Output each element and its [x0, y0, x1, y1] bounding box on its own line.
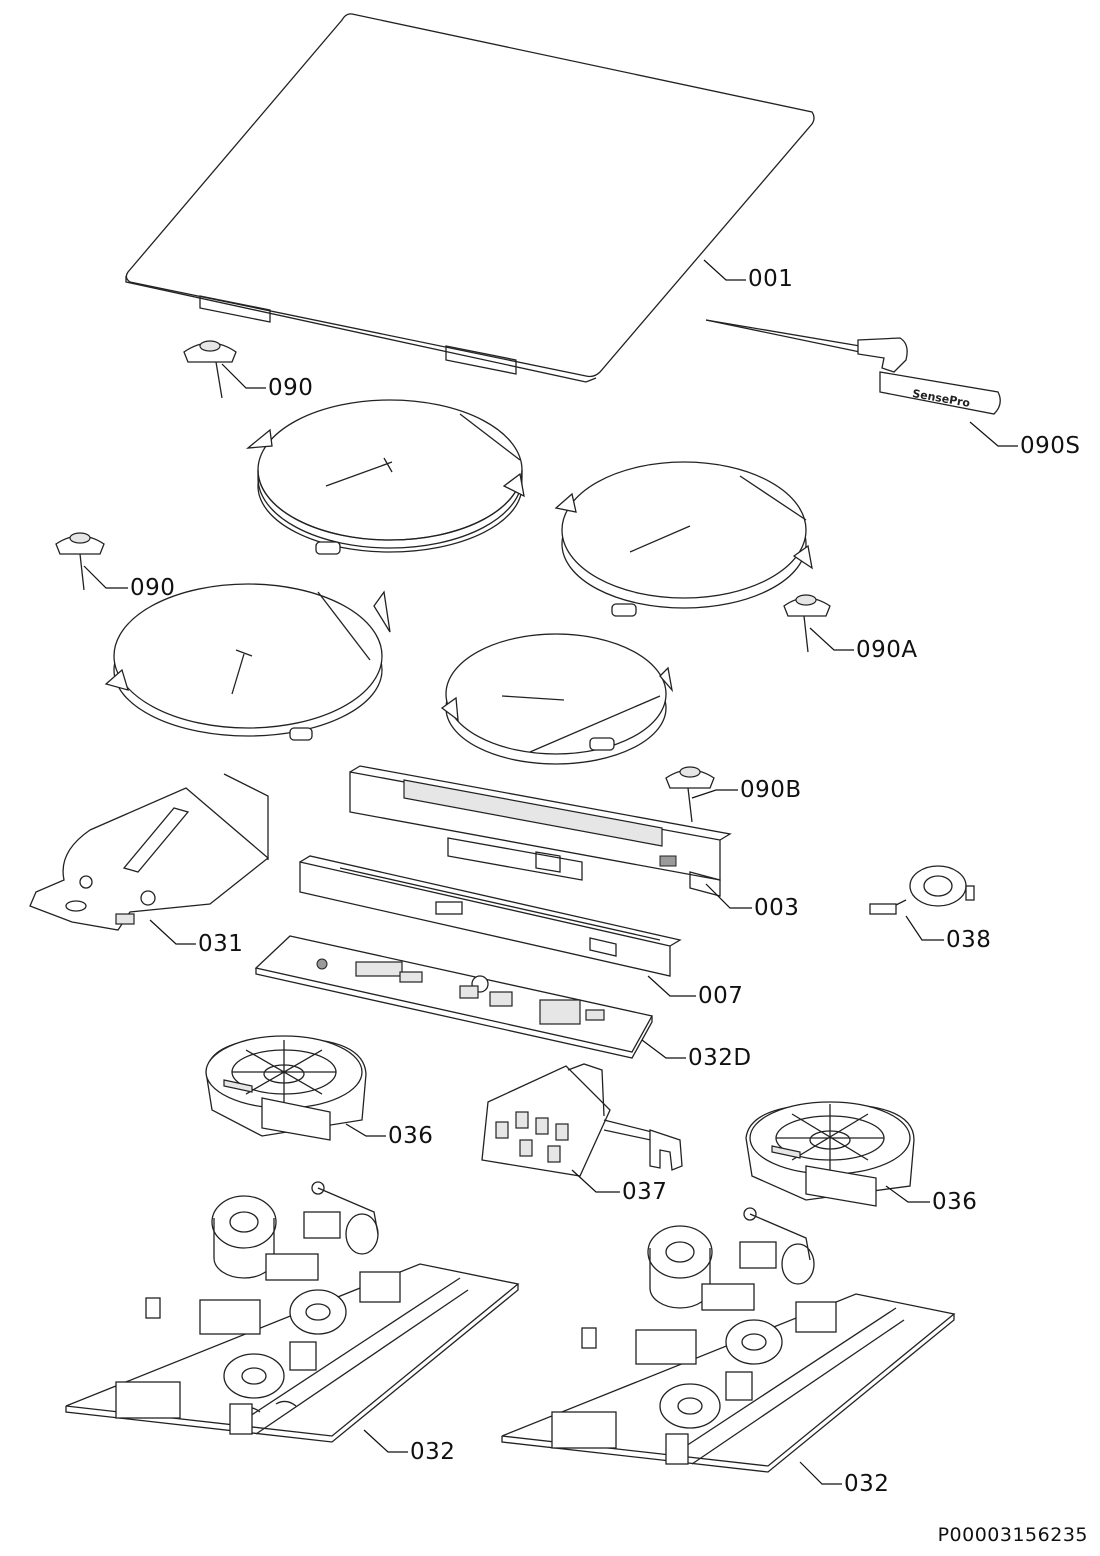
- callout-037: 037: [622, 1179, 668, 1205]
- callout-007: 007: [698, 983, 744, 1009]
- part-036-fan-left: [205, 1035, 367, 1141]
- part-037-terminal-block: [481, 1063, 683, 1177]
- induction-coil-bottom-middle: [440, 633, 674, 765]
- callout-090B: 090B: [740, 777, 802, 803]
- callout-032D: 032D: [688, 1045, 752, 1071]
- document-id: P00003156235: [937, 1524, 1088, 1546]
- callout-038: 038: [946, 927, 992, 953]
- part-032D-display-board: [254, 935, 653, 1059]
- part-038-ferrite-ring: [869, 865, 975, 915]
- callout-036-left: 036: [388, 1123, 434, 1149]
- callout-001: 001: [748, 266, 794, 292]
- induction-coil-bottom-left: [104, 583, 391, 741]
- part-090-sensor-left: [55, 532, 105, 591]
- part-032-power-board-right: [501, 1207, 956, 1473]
- leader-lines: [83, 259, 1018, 1485]
- part-090S-sensepro-probe: SensePro: [705, 319, 1001, 415]
- induction-coil-top-right: [554, 461, 813, 617]
- callout-090-top: 090: [268, 375, 314, 401]
- part-036-fan-right: [745, 1101, 915, 1207]
- callout-090S: 090S: [1020, 433, 1081, 459]
- part-032-power-board-left: [65, 1181, 520, 1443]
- part-090B-sensor: [665, 766, 715, 823]
- part-007-carrier-frame: [299, 855, 682, 977]
- callout-032-right: 032: [844, 1471, 890, 1497]
- callout-090A: 090A: [856, 637, 918, 663]
- part-090A-sensor: [783, 594, 831, 653]
- callout-031: 031: [198, 931, 244, 957]
- induction-coil-top-left: [245, 399, 525, 555]
- callout-032-left: 032: [410, 1439, 456, 1465]
- callout-036-right: 036: [932, 1189, 978, 1215]
- part-001-glass-top: [125, 13, 815, 383]
- part-090-sensor-top: [183, 340, 237, 399]
- part-031-shield-plate: [29, 773, 270, 931]
- callout-003: 003: [754, 895, 800, 921]
- callout-090-left: 090: [130, 575, 176, 601]
- part-003-control-housing: [349, 765, 732, 897]
